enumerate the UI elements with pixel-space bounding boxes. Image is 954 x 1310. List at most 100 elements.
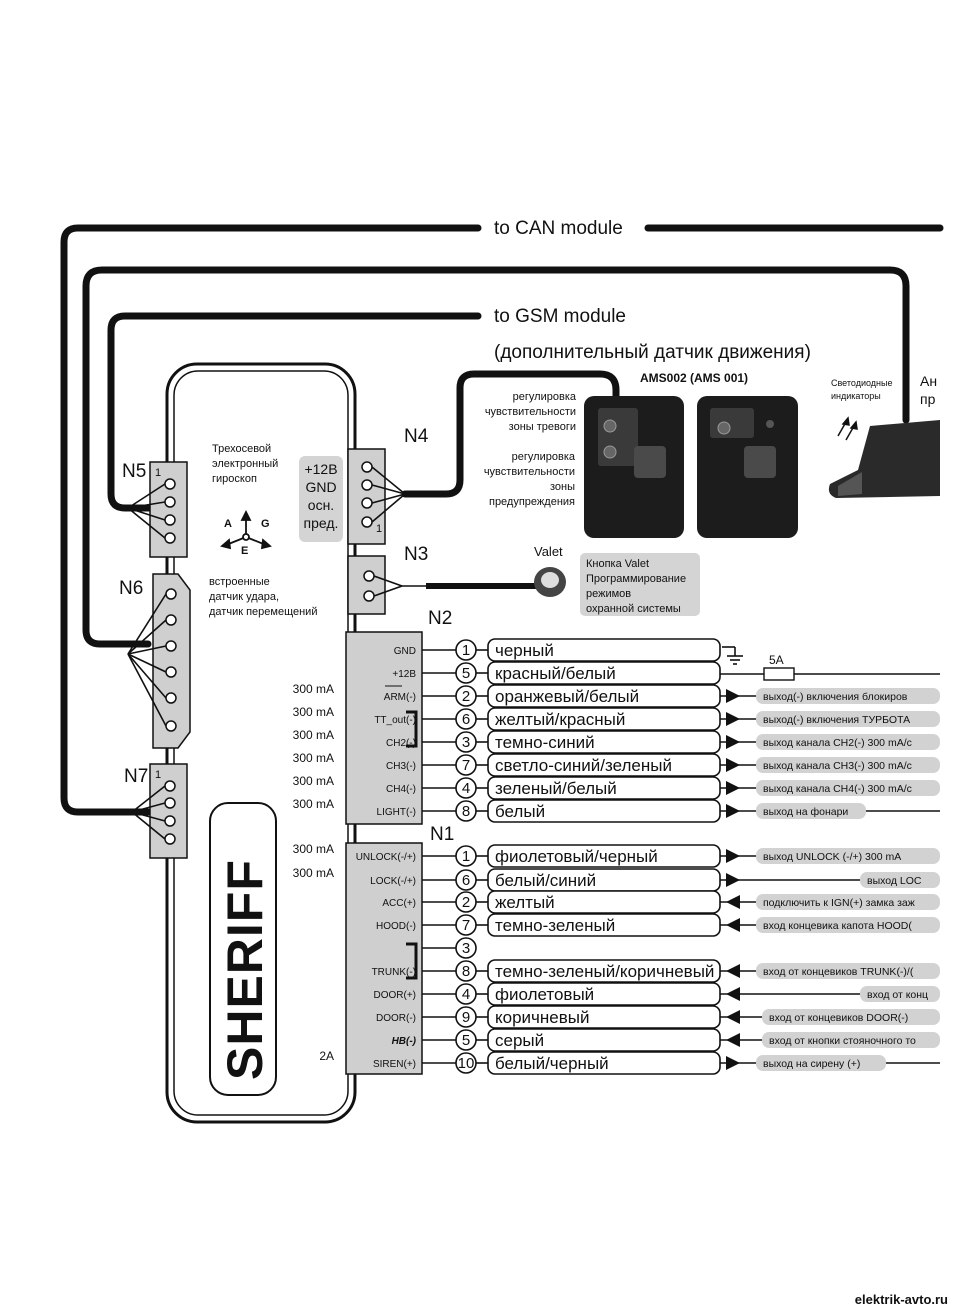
n1-function-label: выход на сирену (+) <box>763 1058 860 1070</box>
svg-text:чувствительности: чувствительности <box>485 406 576 418</box>
n2-function-label: выход(-) включения ТУРБОТА <box>763 714 910 726</box>
n1-pin-number: 5 <box>462 1032 470 1049</box>
n1-output-arrow-icon <box>726 1056 740 1070</box>
n1-pin-label: DOOR(+) <box>374 990 417 1001</box>
gyro-label: Трехосевой электронный гироскоп <box>212 443 278 485</box>
svg-text:1: 1 <box>376 523 382 535</box>
svg-text:гироскоп: гироскоп <box>212 473 257 485</box>
n1-pin-label: SIREN(+) <box>373 1059 416 1070</box>
n2-pin-number: 1 <box>462 642 470 659</box>
led-indicator-unit <box>828 420 940 498</box>
gyro-axis-a: A <box>224 518 232 530</box>
n2-wire-color: черный <box>495 641 554 660</box>
n1-pin-label: ACC(+) <box>382 898 416 909</box>
n1-function-label: вход от кнопки стояночного то <box>769 1035 916 1047</box>
svg-text:Светодиодные: Светодиодные <box>831 378 893 388</box>
n2-function-label: выход на фонари <box>763 806 848 818</box>
n2-wire-color: светло-синий/зеленый <box>495 756 672 775</box>
svg-text:Программирование: Программирование <box>586 573 686 585</box>
n1-function-box <box>756 917 940 933</box>
n1-label: N1 <box>430 824 454 845</box>
n2-pin-number: 8 <box>462 803 470 820</box>
n1-function-label: выход LOC <box>867 875 922 887</box>
n2-output-arrow-icon <box>726 712 740 726</box>
n2-function-box <box>756 711 940 727</box>
n2-pin-label: +12В <box>392 669 416 680</box>
n2-function-box <box>756 734 940 750</box>
n2-output-arrow-icon <box>726 689 740 703</box>
n1-function-box <box>756 848 940 864</box>
n2-current-label: 300 mA <box>293 728 334 742</box>
ams-alarm-zone-label: регулировка чувствительности зоны тревог… <box>485 391 577 433</box>
svg-text:1: 1 <box>155 467 161 479</box>
n1-current-label: 300 mA <box>293 866 334 880</box>
svg-text:датчик перемещений: датчик перемещений <box>209 606 317 618</box>
n1-pin-number: 6 <box>462 872 470 889</box>
gsm-label: to GSM module <box>494 306 626 327</box>
svg-text:1: 1 <box>155 769 161 781</box>
ams-sensor-secondary <box>697 396 798 538</box>
svg-text:+12В: +12В <box>304 461 337 477</box>
n2-pin-label: TT_out(-) <box>374 715 416 726</box>
n1-function-label: вход от концевиков TRUNK(-)/( <box>763 966 914 978</box>
svg-text:Трехосевой: Трехосевой <box>212 443 271 455</box>
n1-pin-number: 2 <box>462 894 470 911</box>
n6-connector <box>127 573 191 749</box>
svg-text:зоны: зоны <box>550 481 575 493</box>
n1-wire-color: темно-зеленый/коричневый <box>495 962 714 981</box>
n1-pin-number: 9 <box>462 1009 470 1026</box>
n2-function-label: выход канала CH4(-) 300 mA/c <box>763 783 912 795</box>
n1-row: HB(-) 5 серый вход от кнопки стояночного то <box>392 1028 940 1052</box>
led-indicators-label: Светодиодные индикаторы <box>831 378 893 401</box>
n2-output-arrow-icon <box>726 804 740 818</box>
n2-pin-number: 2 <box>462 688 470 705</box>
fuse-label: 5A <box>769 653 784 667</box>
n4-power-box: +12В GND осн. пред. <box>299 456 343 542</box>
n1-input-arrow-icon <box>726 1033 740 1047</box>
n2-current-label: 300 mA <box>293 682 334 696</box>
n1-input-arrow-icon <box>726 895 740 909</box>
fuse-icon <box>720 667 940 681</box>
n2-current-label: 300 mA <box>293 797 334 811</box>
shock-sensor-label: встроенные датчик удара, датчик перемеще… <box>209 576 317 618</box>
n1-pin-label: HB(-) <box>392 1036 417 1047</box>
n2-pin-number: 7 <box>462 757 470 774</box>
svg-text:встроенные: встроенные <box>209 576 270 588</box>
n1-pin-label: HOOD(-) <box>376 921 416 932</box>
n4-label: N4 <box>404 426 429 447</box>
led-arrows-icon <box>837 416 858 441</box>
svg-text:индикаторы: индикаторы <box>831 391 881 401</box>
svg-text:GND: GND <box>305 479 336 495</box>
n2-wire-color: оранжевый/белый <box>495 687 639 706</box>
n1-wire-color: фиолетовый/черный <box>495 847 658 866</box>
svg-text:предупреждения: предупреждения <box>489 496 575 508</box>
ams-warn-zone-label: регулировка чувствительности зоны предуп… <box>484 451 576 508</box>
n6-label: N6 <box>119 578 143 599</box>
gyro-axis-g: G <box>261 518 270 530</box>
n1-wire-color: белый/синий <box>495 871 596 890</box>
motion-sensor-label: (дополнительный датчик движения) <box>494 342 811 363</box>
n1-input-arrow-icon <box>726 1010 740 1024</box>
n1-function-box <box>756 963 940 979</box>
n1-current-label: 300 mA <box>293 842 334 856</box>
svg-text:пр: пр <box>920 391 936 407</box>
n1-wire-color: серый <box>495 1031 544 1050</box>
n1-pin-label: LOCK(-/+) <box>370 876 416 887</box>
n1-function-box <box>762 1032 940 1048</box>
ams-sensor-primary <box>584 396 684 538</box>
n1-bridge <box>406 942 418 980</box>
brand-label: SHERIFF <box>217 859 273 1080</box>
n2-function-box <box>756 688 940 704</box>
n5-label: N5 <box>122 461 146 482</box>
n2-output-arrow-icon <box>726 735 740 749</box>
valet-label: Valet <box>534 544 563 559</box>
svg-text:регулировка: регулировка <box>512 451 576 463</box>
led-cut-label: Ан пр <box>920 373 937 407</box>
